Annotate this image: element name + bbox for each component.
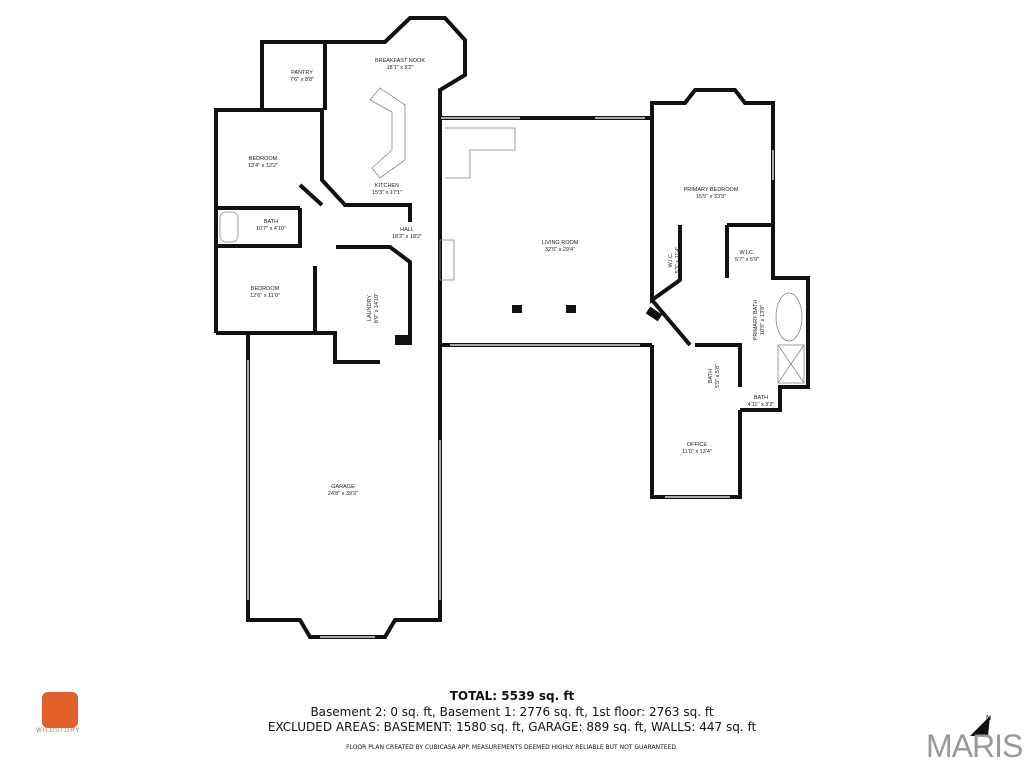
room-name-bedroom: BEDROOM xyxy=(251,286,280,292)
floor-areas: Basement 2: 0 sq. ft, Basement 1: 2776 s… xyxy=(310,705,714,719)
room-name-living-room: LIVING ROOM xyxy=(542,240,579,246)
room-size-breakfast-nook: 18'1" x 9'2" xyxy=(386,65,413,71)
room-name-laundry: LAUNDRY xyxy=(367,295,373,322)
room-size-wic: 5'7" x 6'9" xyxy=(735,257,759,263)
room-size-hall: 18'2" x 18'2" xyxy=(392,234,422,240)
room-size-office: 11'0" x 13'4" xyxy=(682,449,712,455)
room-size-pantry: 7'6" x 8'8" xyxy=(290,77,314,83)
room-name-bedroom: BEDROOM xyxy=(249,156,278,162)
room-size-bath: 10'7" x 4'10" xyxy=(256,226,286,232)
excluded-areas: EXCLUDED AREAS: BASEMENT: 1580 sq. ft, G… xyxy=(267,720,757,734)
maris-brand: MARIS xyxy=(926,728,1023,764)
wildstory-logo xyxy=(42,692,78,728)
room-name-wic: W.I.C. xyxy=(740,250,755,256)
room-name-kitchen: KITCHEN xyxy=(375,183,399,189)
room-size-primary-bath: 10'9" x 13'8" xyxy=(760,305,766,335)
room-size-wic: 5'3" x 11'4" xyxy=(675,247,681,274)
windows xyxy=(247,117,774,638)
room-name-primary-bath: PRIMARY BATH xyxy=(753,300,759,341)
room-size-laundry: 8'9" x 14'10" xyxy=(374,293,380,323)
room-name-wic: W.I.C. xyxy=(668,252,674,267)
compass-label: N xyxy=(986,715,991,722)
room-name-breakfast-nook: BREAKFAST NOOK xyxy=(375,58,425,64)
total-area: TOTAL: 5539 sq. ft xyxy=(449,689,575,703)
room-size-garage: 24'8" x 39'3" xyxy=(328,491,358,497)
room-name-pantry: PANTRY xyxy=(291,70,313,76)
room-name-primary-bedroom: PRIMARY BEDROOM xyxy=(684,187,739,193)
room-name-hall: HALL xyxy=(400,227,414,233)
room-labels: PANTRY 7'6" x 8'8" BREAKFAST NOOK 18'1" … xyxy=(248,58,774,497)
logo-text: WILDSTORY xyxy=(36,728,81,734)
walls xyxy=(214,16,810,639)
room-size-living-room: 32'5" x 29'4" xyxy=(545,247,575,253)
room-name-garage: GARAGE xyxy=(331,484,355,490)
north-arrow-icon: N xyxy=(970,715,991,736)
room-name-bath: BATH xyxy=(708,369,714,383)
room-name-office: OFFICE xyxy=(687,442,707,448)
disclaimer: FLOOR PLAN CREATED BY CUBICASA APP. MEAS… xyxy=(346,744,678,751)
room-size-bath: 5'5" x 5'8" xyxy=(715,364,721,388)
room-name-bath: BATH xyxy=(754,395,768,401)
room-size-bedroom: 12'6" x 11'0" xyxy=(250,293,280,299)
room-size-primary-bedroom: 15'5" x 33'3" xyxy=(696,194,726,200)
fixtures xyxy=(219,87,805,384)
room-size-bedroom: 13'4" x 12'2" xyxy=(248,163,278,169)
room-size-kitchen: 15'3" x 17'1" xyxy=(372,190,402,196)
room-name-bath: BATH xyxy=(264,219,278,225)
room-size-bath: 4'11" x 3'2" xyxy=(748,402,775,408)
